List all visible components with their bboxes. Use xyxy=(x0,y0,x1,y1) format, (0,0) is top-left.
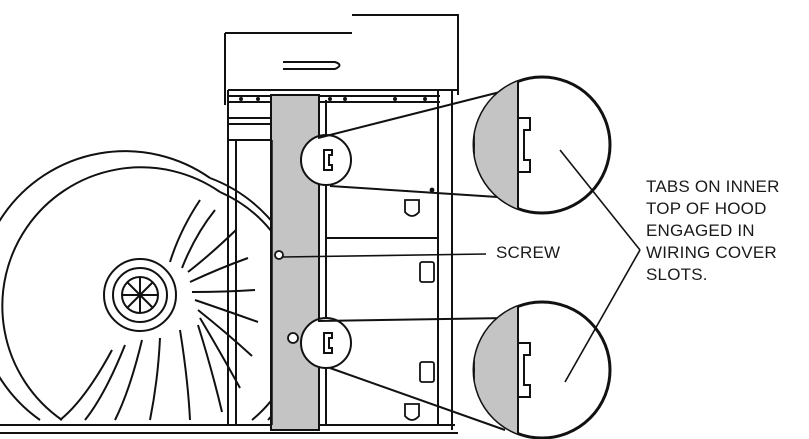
tabs-label-line-4: WIRING COVER xyxy=(646,243,777,262)
panel-slots xyxy=(404,187,435,421)
tabs-label-line-3: ENGAGED IN xyxy=(646,221,755,240)
magnifier-top xyxy=(472,75,612,215)
screw xyxy=(274,250,299,344)
base-lines xyxy=(0,424,458,434)
rail-holes xyxy=(239,97,427,101)
screw-label: SCREW xyxy=(496,243,561,262)
cabinet-outline xyxy=(224,14,459,425)
blower-wheel xyxy=(0,150,309,421)
tabs-label-line-1: TABS ON INNER xyxy=(646,177,780,196)
tabs-label-line-2: TOP OF HOOD xyxy=(646,199,767,218)
magnifier-connectors xyxy=(317,89,513,431)
leader-lines xyxy=(281,149,641,383)
small-tab-circles xyxy=(300,134,352,369)
tabs-callout-label: TABS ON INNER TOP OF HOOD ENGAGED IN WIR… xyxy=(646,176,806,286)
tabs-label-line-5: SLOTS. xyxy=(646,265,708,284)
magnifier-bottom xyxy=(472,300,612,439)
